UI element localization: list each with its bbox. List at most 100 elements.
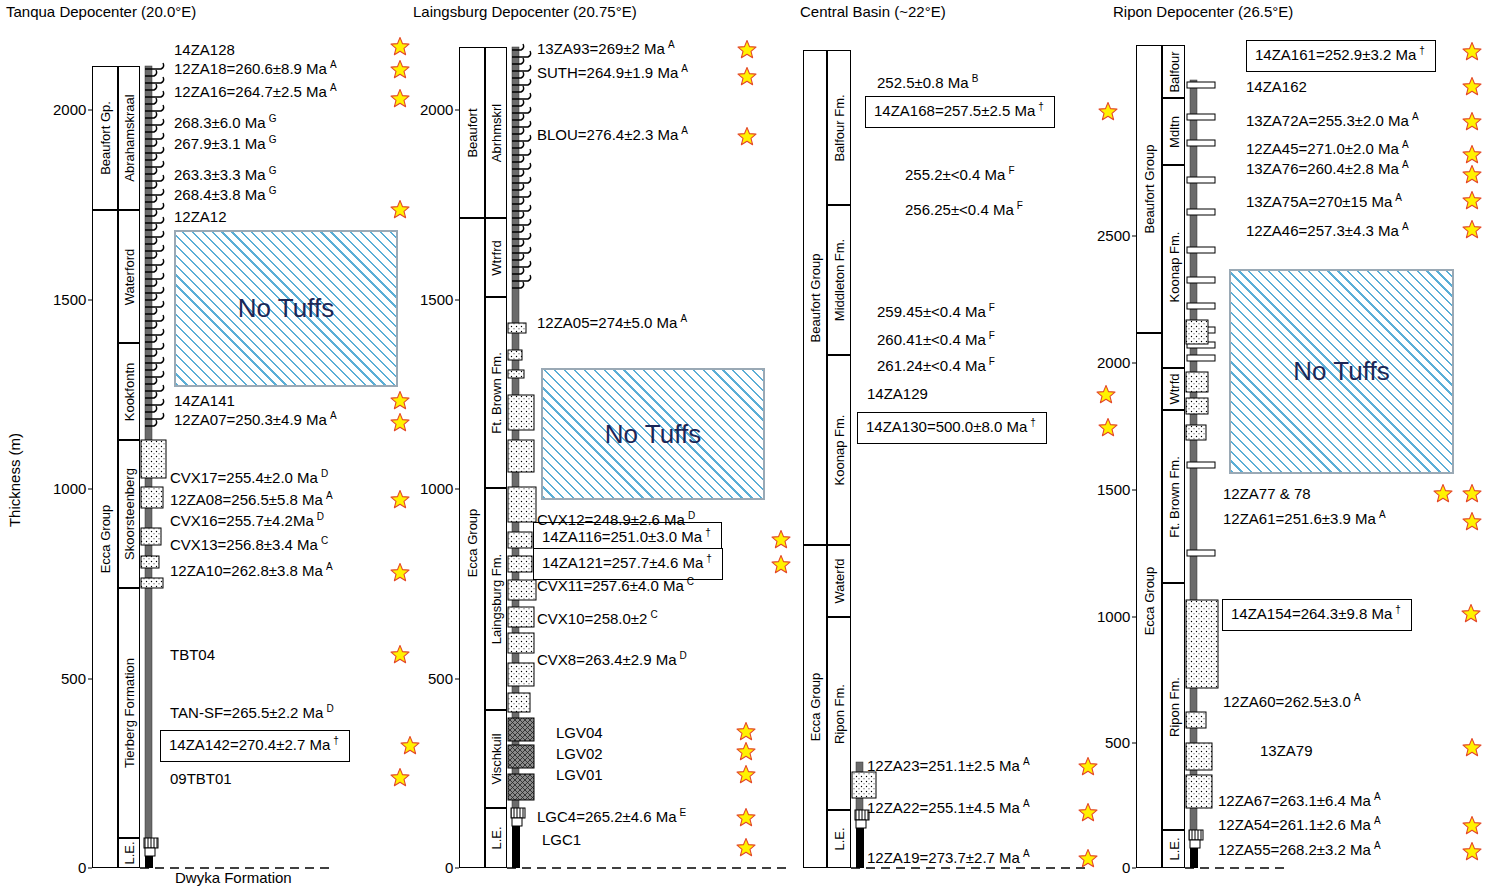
no-tuffs-region: No Tuffs [174, 230, 398, 387]
label-row: 500 [1105, 734, 1130, 752]
sample-label: 14ZA141 [174, 392, 235, 409]
label-row: 256.25±<0.4 MaF [905, 201, 1023, 221]
sandstone-unit [508, 487, 536, 522]
column-heading: Ripon Depocenter (26.5°E) [1113, 3, 1293, 20]
thin-bed [512, 254, 524, 260]
axis-tick-label: 1500 [1097, 481, 1130, 498]
footnote-mark: G [269, 134, 277, 145]
sandstone-unit [141, 578, 163, 588]
unit-name: Laingsburg Fm. [489, 554, 504, 644]
sandstone-unit [1186, 372, 1208, 392]
thin-bed [145, 238, 157, 244]
thin-bed [512, 51, 531, 57]
footnote-mark: F [989, 302, 995, 313]
label-row: 12ZA16=264.7±2.5 MaA [174, 83, 337, 103]
tuff-star [391, 564, 409, 581]
tuff-star [391, 392, 409, 409]
footnote-mark: † [1030, 417, 1036, 428]
axis-tick-label: 1000 [53, 480, 86, 497]
sample-label: 263.3±3.3 Ma [174, 166, 266, 183]
lower-ecca-unit [855, 810, 869, 820]
axis-tick-label: 2000 [53, 101, 86, 118]
sample-label: 13ZA76=260.4±2.8 Ma [1246, 160, 1399, 177]
footnote-mark: G [269, 113, 277, 124]
axis-tick-label: 500 [1105, 734, 1130, 751]
label-row: LGV02 [556, 745, 603, 763]
thin-bed [145, 210, 157, 216]
sample-label: 12ZA18=260.6±8.9 Ma [174, 60, 327, 77]
footnote-mark: F [989, 356, 995, 367]
column-heading: Central Basin (~22°E) [800, 3, 946, 20]
footnote-mark: D [321, 468, 328, 479]
thin-bed [512, 128, 524, 134]
label-row: 1000 [1097, 608, 1130, 626]
label-row: 12ZA45=271.0±2.0 MaA [1246, 140, 1409, 160]
thin-bed [512, 156, 524, 162]
label-row: 12ZA19=273.7±2.7 MaA [867, 849, 1030, 869]
sample-label: 12ZA19=273.7±2.7 Ma [867, 849, 1020, 866]
lower-ecca-unit [511, 808, 525, 818]
label-row: 2500 [1097, 227, 1130, 245]
sandstone-unit [1186, 600, 1218, 688]
thin-bed [512, 212, 524, 218]
tuff-star [1463, 221, 1481, 238]
footnote-mark: A [1402, 139, 1409, 150]
label-row: 0 [1122, 859, 1130, 877]
unit-name: Waterfd [832, 558, 847, 603]
sample-label: 14ZA162 [1246, 78, 1307, 95]
label-row: 12ZA61=251.6±3.9 MaA [1223, 510, 1386, 530]
sandstone-unit [508, 323, 526, 333]
label-row: 259.45±<0.4 MaF [877, 303, 995, 323]
formation-cell: Ripon Fm. [1162, 583, 1185, 830]
footnote-mark: A [1023, 848, 1030, 859]
tuff-star [391, 646, 409, 663]
tuff-star [391, 414, 409, 431]
unit-name: Ecca Group [465, 509, 480, 578]
footnote-mark: G [269, 185, 277, 196]
footnote-mark: A [1374, 840, 1381, 851]
thin-bed [145, 154, 157, 160]
sample-label: 14ZA130=500.0±8.0 Ma [866, 418, 1027, 435]
tuff-star [1463, 43, 1481, 60]
thin-bed [512, 247, 531, 253]
footnote-mark: A [1374, 791, 1381, 802]
label-row: 13ZA75A=270±15 MaA [1246, 193, 1402, 213]
tuff-star [1099, 419, 1117, 436]
tuff-star [1097, 386, 1115, 403]
thin-bed [145, 140, 157, 146]
thin-bed [145, 266, 157, 272]
thin-bed [512, 100, 524, 106]
label-row: CVX8=263.4±2.9 MaD [537, 651, 687, 671]
tuff-star [1463, 146, 1481, 163]
formation-cell: Abrhmskrl [485, 47, 507, 218]
formation-cell: Ecca Group [803, 545, 827, 868]
tuff-star [391, 491, 409, 508]
unit-name: L.E. [832, 827, 847, 850]
sample-label: LGC1 [542, 831, 581, 848]
thin-bed [512, 58, 524, 64]
lower-ecca-unit [856, 820, 866, 828]
label-row: 2000 [53, 101, 86, 119]
formation-cell: L.E. [1162, 830, 1185, 868]
thin-bed [512, 240, 524, 246]
thin-bed [145, 420, 157, 426]
sample-label: 12ZA23=251.1±2.5 Ma [867, 757, 1020, 774]
label-row: LGV01 [556, 766, 603, 784]
footnote-mark: A [330, 410, 337, 421]
label-row: 12ZA60=262.5±3.0A [1223, 693, 1361, 713]
sample-label: 12ZA12 [174, 208, 227, 225]
formation-cell: Waterford [118, 210, 140, 343]
sample-label: 12ZA22=255.1±4.5 Ma [867, 799, 1020, 816]
tuff-star [1462, 605, 1480, 622]
new-sample-box: 14ZA121=257.7±4.6 Ma† [533, 548, 723, 580]
sample-label: TBT04 [170, 646, 215, 663]
label-row: 14ZA129 [867, 385, 928, 403]
no-tuffs-region: No Tuffs [1229, 269, 1454, 474]
unit-name: Ft. Brown Fm. [489, 352, 504, 434]
sample-label: 12ZA08=256.5±5.8 Ma [170, 491, 323, 508]
column-heading: Laingsburg Depocenter (20.75°E) [413, 3, 637, 20]
sample-label: 13ZA72A=255.3±2.0 Ma [1246, 112, 1409, 129]
thin-bed [512, 149, 531, 155]
unit-name: Kookfontn [122, 362, 137, 421]
unit-name: Ripon Fm. [832, 684, 847, 744]
